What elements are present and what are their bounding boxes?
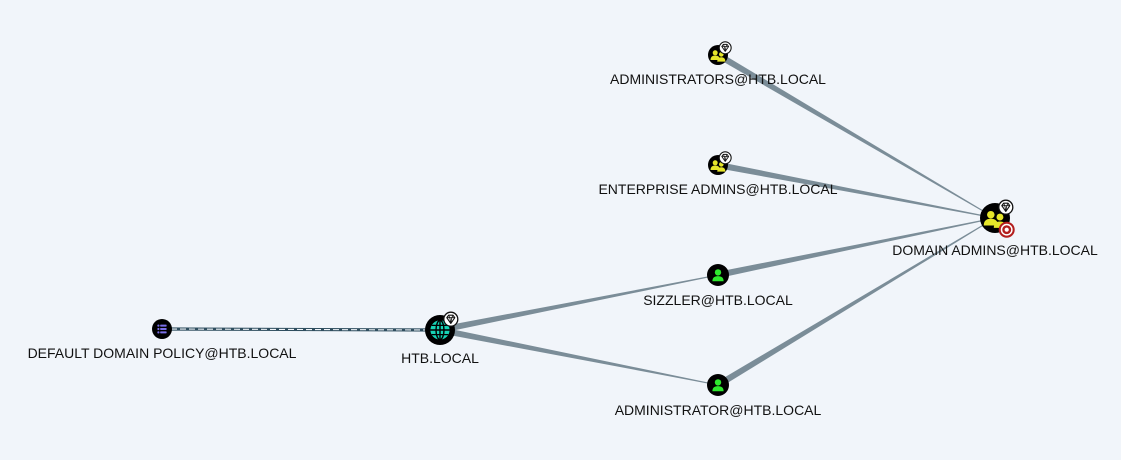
node-label-enterprise-admins: ENTERPRISE ADMINS@HTB.LOCAL bbox=[598, 181, 837, 197]
node-label-sizzler: SIZZLER@HTB.LOCAL bbox=[643, 292, 793, 308]
group-icon bbox=[710, 160, 726, 172]
diamond-icon bbox=[443, 311, 459, 327]
diamond-icon bbox=[718, 151, 732, 165]
node-label-htb-local: HTB.LOCAL bbox=[401, 350, 479, 366]
node-administrators[interactable] bbox=[708, 41, 732, 65]
target-icon bbox=[998, 221, 1015, 238]
diamond-icon bbox=[998, 199, 1014, 215]
node-label-administrators: ADMINISTRATORS@HTB.LOCAL bbox=[610, 71, 826, 87]
edge-default_domain_policy-to-htb_local[interactable] bbox=[161, 327, 441, 332]
user-icon bbox=[712, 379, 724, 392]
edge-sizzler-to-domain_admins[interactable] bbox=[717, 217, 996, 279]
edge-enterprise_admins-to-domain_admins[interactable] bbox=[717, 161, 996, 219]
node-label-administrator: ADMINISTRATOR@HTB.LOCAL bbox=[615, 402, 822, 418]
group-icon bbox=[983, 210, 1007, 228]
diamond-icon bbox=[718, 41, 732, 55]
node-htb-local[interactable] bbox=[425, 311, 459, 345]
node-default-domain-policy[interactable] bbox=[152, 319, 172, 339]
user-icon bbox=[712, 269, 724, 282]
list-icon bbox=[157, 324, 167, 334]
edge-administrators-to-domain_admins[interactable] bbox=[716, 52, 996, 219]
edge-htb_local-to-administrator[interactable] bbox=[439, 326, 719, 386]
node-label-default-domain-policy: DEFAULT DOMAIN POLICY@HTB.LOCAL bbox=[28, 345, 297, 361]
node-administrator[interactable] bbox=[707, 374, 729, 396]
edges-layer bbox=[161, 52, 996, 388]
edge-administrator-to-domain_admins[interactable] bbox=[716, 217, 996, 388]
node-domain-admins[interactable] bbox=[980, 199, 1015, 238]
node-enterprise-admins[interactable] bbox=[708, 151, 732, 175]
edge-htb_local-to-sizzler[interactable] bbox=[439, 274, 719, 334]
node-sizzler[interactable] bbox=[707, 264, 729, 286]
labels-layer: ADMINISTRATORS@HTB.LOCAL ENTERPRISE ADMIN… bbox=[28, 71, 1098, 418]
nodes-layer bbox=[152, 41, 1015, 396]
globe-icon bbox=[430, 319, 450, 341]
node-label-domain-admins: DOMAIN ADMINS@HTB.LOCAL bbox=[892, 242, 1098, 258]
